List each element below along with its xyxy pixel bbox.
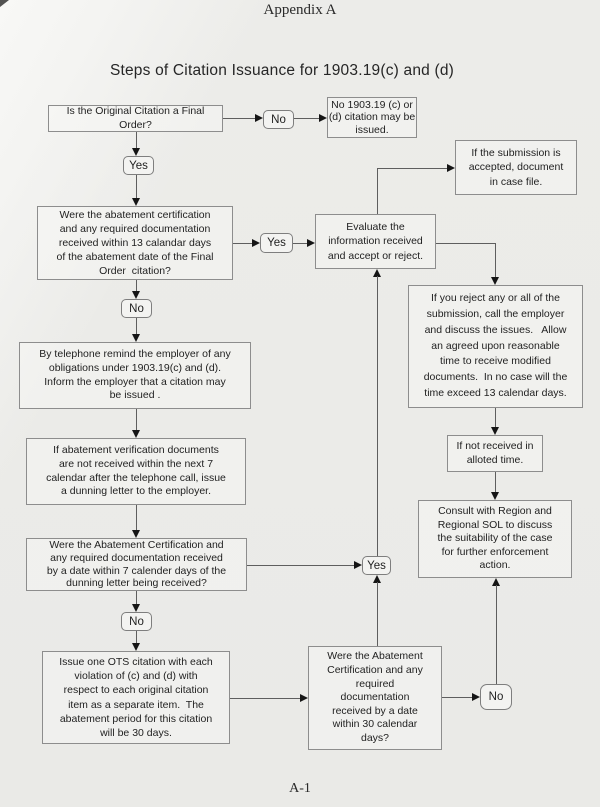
connector-no4-up-to-consult [496, 585, 497, 684]
page-number: A-1 [289, 781, 311, 796]
node-consult-region-sol: Consult with Region and Regional SOL to … [418, 500, 572, 578]
node-no-citation-issued: No 1903.19 (c) or (d) citation may be is… [327, 97, 417, 138]
arrowhead-into-consult-bottom [492, 578, 500, 586]
arrowhead-into-q2 [132, 198, 140, 206]
arrowhead-into-yes2 [252, 239, 260, 247]
connector-evaluate-right [436, 243, 495, 244]
connector-q1-to-no1 [223, 118, 256, 119]
connector-q3-to-yes3 [247, 565, 356, 566]
connector-q1-to-yes1 [136, 132, 137, 149]
arrowhead-into-no1 [255, 114, 263, 122]
node-yes-label-1: Yes [123, 156, 154, 175]
connector-telephone-to-dunning [136, 409, 137, 431]
connector-q4-to-no4 [442, 697, 474, 698]
connector-reject-to-notreceived [495, 408, 496, 428]
arrowhead-into-accepted [447, 164, 455, 172]
connector-dunning-to-q3 [136, 505, 137, 531]
connector-no2-to-telephone [136, 318, 137, 335]
arrowhead-into-q3 [132, 530, 140, 538]
node-no-label-2: No [121, 299, 152, 318]
connector-yes3-up-to-evaluate [377, 276, 378, 556]
node-yes-label-3: Yes [362, 556, 391, 575]
node-dunning-letter: If abatement verification documents are … [26, 438, 246, 505]
arrowhead-into-no2 [132, 291, 140, 299]
connector-ots-to-q4 [230, 698, 301, 699]
connector-yes1-to-q2 [136, 175, 137, 199]
connector-q2-to-no2 [136, 280, 137, 293]
connector-notreceived-to-consult [495, 472, 496, 493]
arrowhead-into-evaluate [307, 239, 315, 247]
node-final-order-question: Is the Original Citation a Final Order? [48, 105, 223, 132]
arrowhead-into-yes3 [354, 561, 362, 569]
arrowhead-into-nocitation [319, 114, 327, 122]
connector-q4-up-to-yes3 [377, 582, 378, 646]
arrowhead-into-reject [491, 277, 499, 285]
arrowhead-into-yes3-bottom [373, 575, 381, 583]
arrowhead-into-yes1 [132, 148, 140, 156]
node-7-days-question: Were the Abatement Certification and any… [26, 538, 247, 591]
node-accepted-document: If the submission is accepted, document … [455, 140, 577, 195]
arrowhead-into-consult [491, 492, 499, 500]
arrowhead-into-dunning [132, 430, 140, 438]
page-header: Appendix A [263, 2, 337, 18]
connector-evaluate-up [377, 168, 378, 214]
node-telephone-remind: By telephone remind the employer of any … [19, 342, 251, 409]
connector-yes2-to-evaluate [293, 243, 309, 244]
node-no-label-4: No [480, 684, 512, 710]
connector-no3-to-ots [136, 631, 137, 645]
node-evaluate-information: Evaluate the information received and ac… [315, 214, 436, 269]
arrowhead-into-ots [132, 643, 140, 651]
connector-up-to-accepted [377, 168, 448, 169]
connector-down-to-reject [495, 243, 496, 278]
connector-q2-to-yes2 [233, 243, 254, 244]
arrowhead-into-notreceived [491, 427, 499, 435]
node-reject-call-employer: If you reject any or all of the submissi… [408, 285, 583, 408]
flowchart-title: Steps of Citation Issuance for 1903.19(c… [109, 62, 455, 79]
node-ots-citation: Issue one OTS citation with each violati… [42, 651, 230, 744]
node-13-days-question: Were the abatement certification and any… [37, 206, 233, 280]
connector-q3-to-no3 [136, 591, 137, 606]
arrowhead-into-no3 [132, 604, 140, 612]
arrowhead-into-evaluate-bottom [373, 269, 381, 277]
node-no-label-3: No [121, 612, 152, 631]
node-yes-label-2: Yes [260, 233, 293, 253]
node-not-received-alloted-time: If not received in alloted time. [447, 435, 543, 472]
node-no-label-1: No [263, 110, 294, 129]
scan-corner-artifact [0, 0, 9, 7]
node-30-days-question: Were the Abatement Certification and any… [308, 646, 442, 750]
arrowhead-into-no4 [472, 693, 480, 701]
arrowhead-into-telephone [132, 334, 140, 342]
arrowhead-into-q4 [300, 694, 308, 702]
connector-no1-to-nocitation [294, 118, 320, 119]
